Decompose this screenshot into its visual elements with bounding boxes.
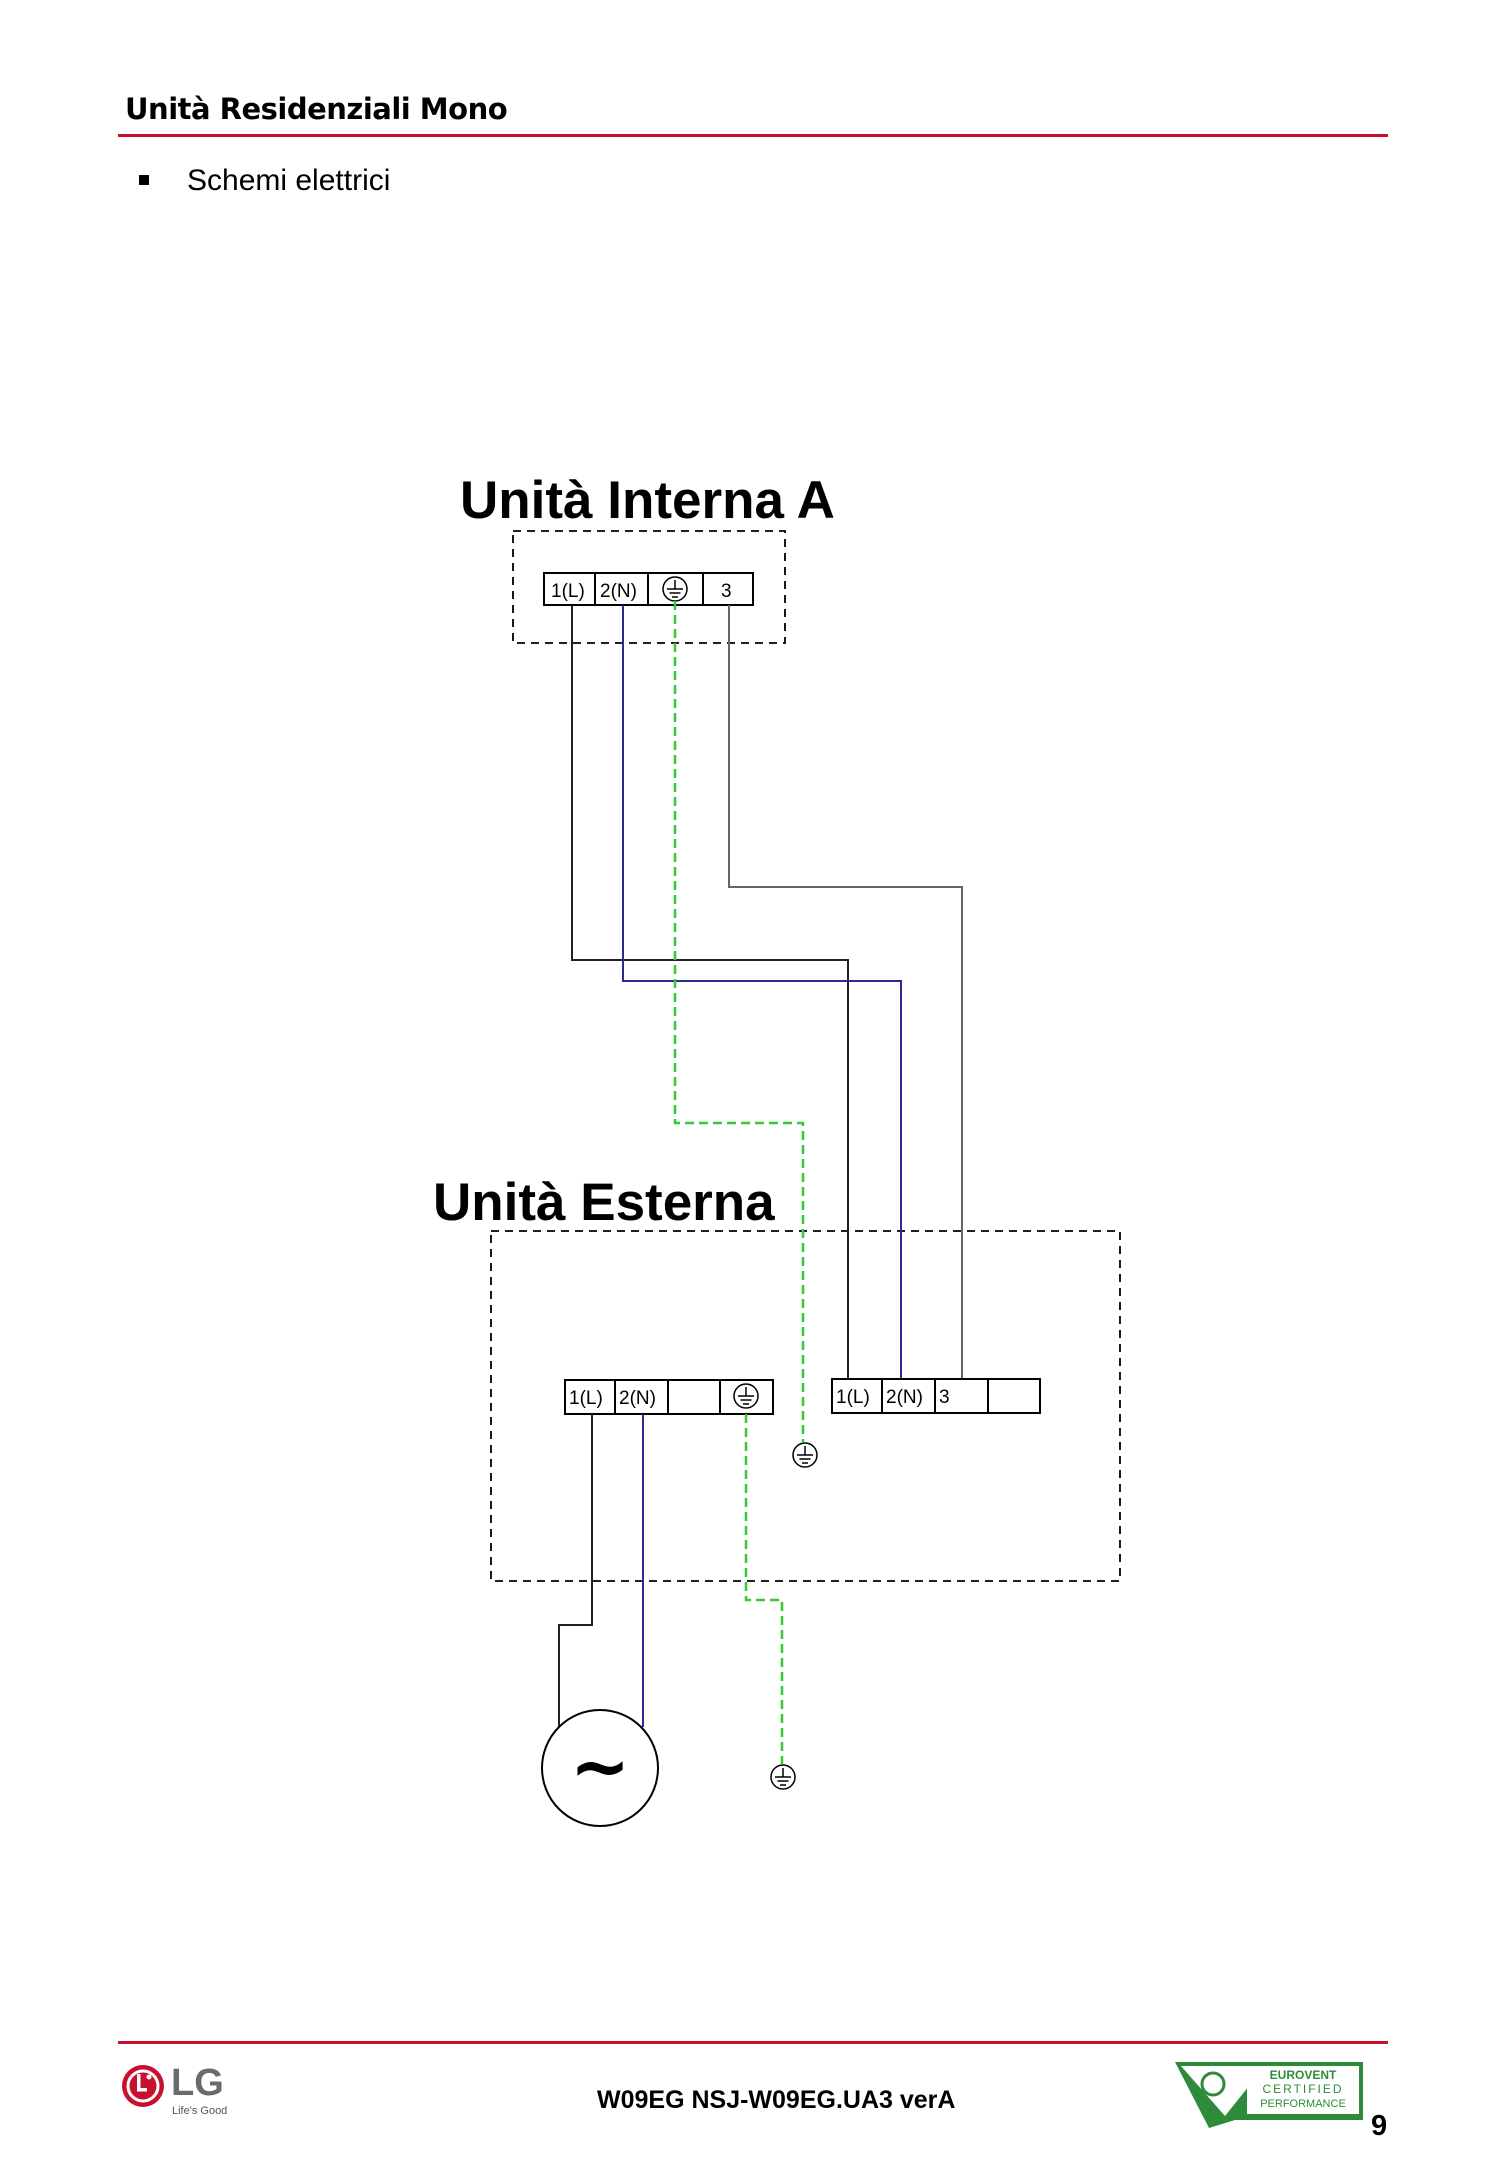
ac-power-source	[541, 1709, 659, 1827]
indoor-earth-terminal-icon	[662, 576, 688, 602]
eurovent-line-3: PERFORMANCE	[1260, 2098, 1346, 2110]
wire-neutral-2N	[622, 605, 902, 1379]
page-header-title: Unità Residenziali Mono	[125, 92, 508, 126]
eurovent-line-1: EUROVENT	[1270, 2068, 1337, 2082]
bullet-square-icon	[139, 175, 149, 185]
indoor-terminal-1L: 1(L)	[551, 581, 585, 602]
footer-divider	[118, 2041, 1388, 2044]
supply-wire-earth	[744, 1414, 784, 1764]
outdoor-link-terminal-block: 1(L) 2(N) 3	[831, 1378, 1041, 1414]
eurovent-certified-badge-icon: EUROVENT CERTIFIED PERFORMANCE	[1175, 2062, 1363, 2128]
outdoor-power-earth-terminal-icon	[733, 1383, 759, 1409]
outdoor-link-terminal-1L: 1(L)	[836, 1387, 870, 1408]
lg-tagline: Life's Good	[172, 2105, 228, 2117]
wire-earth-indoor	[673, 601, 805, 1442]
eurovent-line-2: CERTIFIED	[1262, 2082, 1343, 2096]
outdoor-power-terminal-block: 1(L) 2(N)	[564, 1379, 774, 1415]
indoor-terminal-block: 1(L) 2(N) 3	[543, 572, 754, 606]
supply-wire-line	[558, 1414, 593, 1727]
model-code: W09EG NSJ-W09EG.UA3 verA	[597, 2086, 956, 2114]
wire-line-1L	[571, 605, 849, 1379]
lg-brand-wordmark: LG	[171, 2062, 224, 2104]
outdoor-link-terminal-3: 3	[939, 1387, 950, 1408]
outdoor-unit-title: Unità Esterna	[433, 1173, 775, 1232]
supply-earth-icon	[770, 1764, 796, 1790]
lg-logo-icon	[122, 2065, 164, 2107]
outdoor-power-terminal-2N: 2(N)	[619, 1388, 656, 1409]
page-number: 9	[1371, 2110, 1388, 2142]
section-bullet-text: Schemi elettrici	[187, 164, 391, 197]
ac-source-symbol: ~	[570, 1724, 630, 1808]
outdoor-unit-box	[490, 1230, 1121, 1582]
outdoor-power-terminal-1L: 1(L)	[569, 1388, 603, 1409]
indoor-terminal-2N: 2(N)	[600, 581, 637, 602]
outdoor-link-terminal-2N: 2(N)	[886, 1387, 923, 1408]
indoor-unit-box	[512, 530, 786, 644]
indoor-unit-title: Unità Interna A	[460, 471, 835, 530]
outdoor-earth-icon	[792, 1442, 818, 1468]
header-divider	[118, 134, 1388, 137]
wire-signal-3	[728, 605, 963, 1379]
indoor-terminal-3: 3	[721, 581, 732, 602]
